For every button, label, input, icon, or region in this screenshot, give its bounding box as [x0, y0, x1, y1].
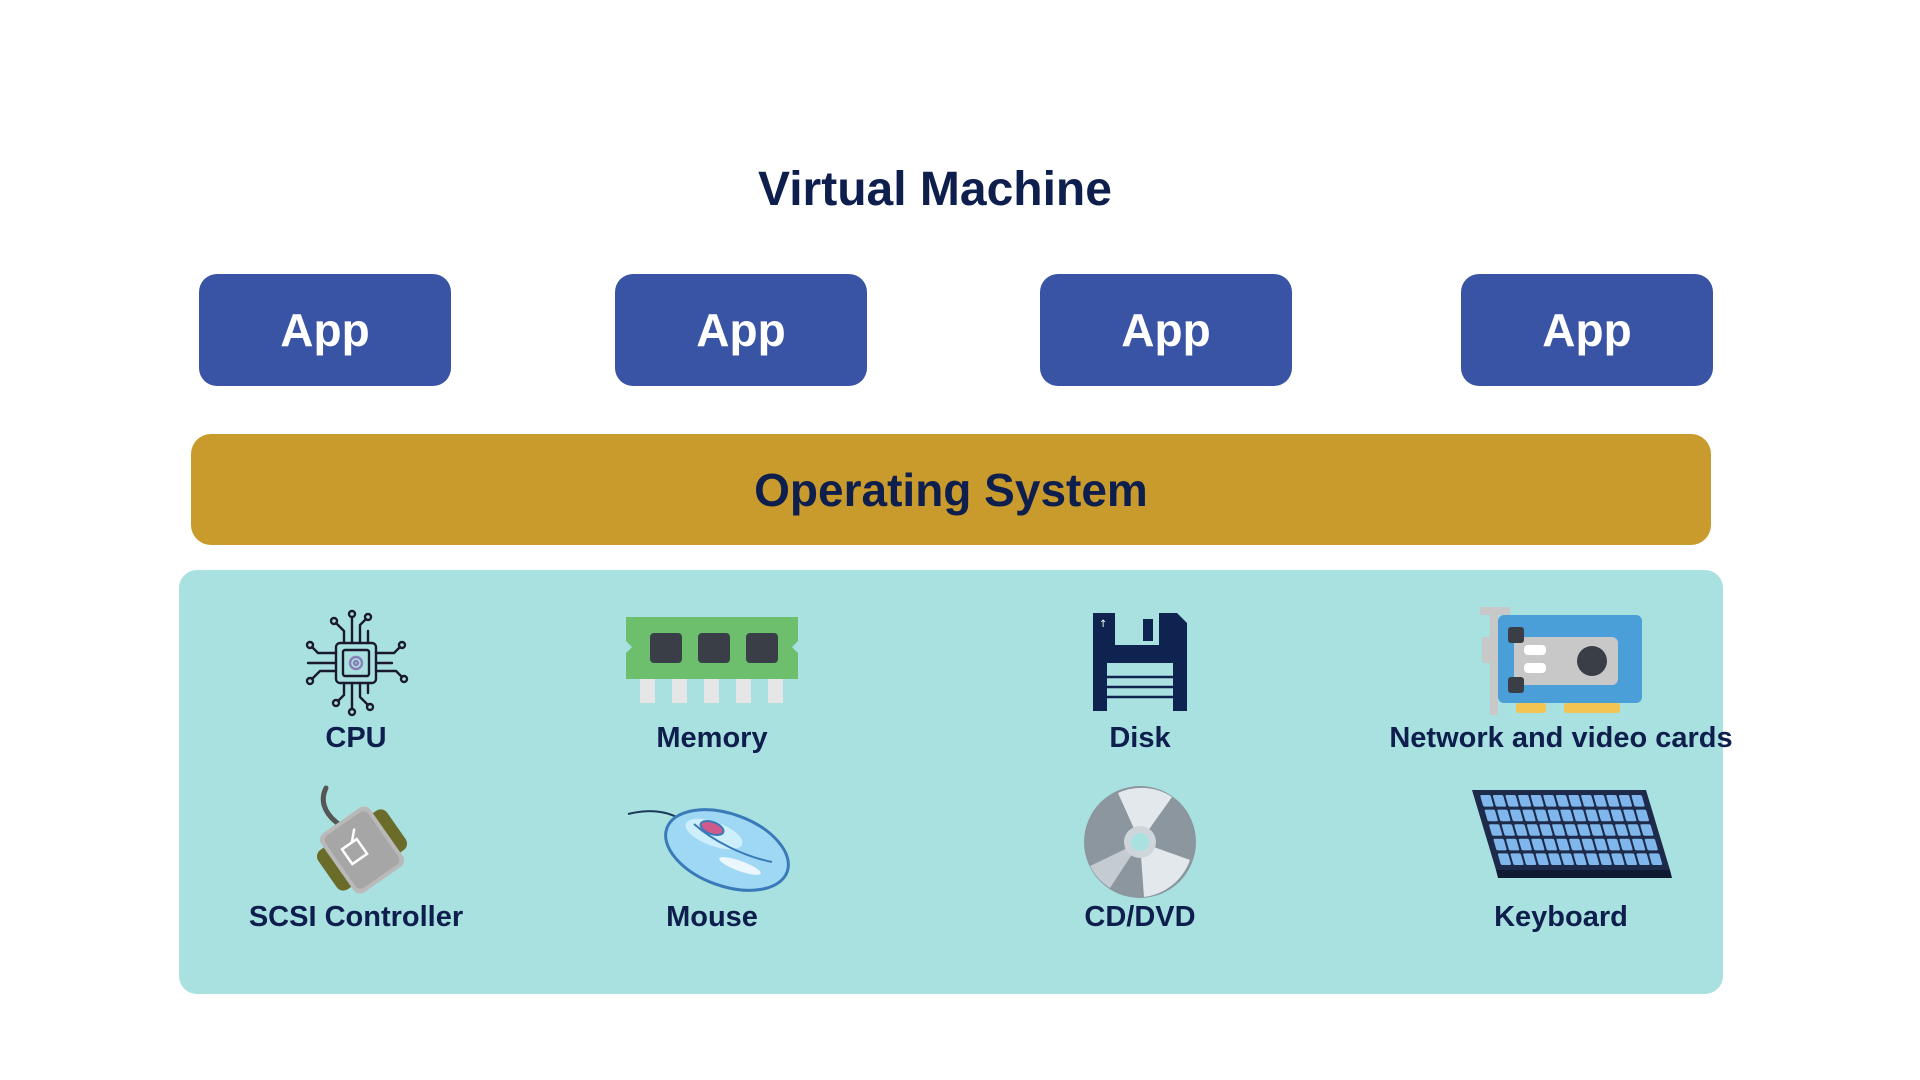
- keyboard-key: [1505, 795, 1519, 807]
- keyboard-key: [1631, 795, 1645, 807]
- hardware-label-memory: Memory: [656, 722, 768, 754]
- svg-text:↑: ↑: [1099, 619, 1107, 630]
- keyboard-key: [1484, 809, 1498, 822]
- hardware-label-disk: Disk: [1109, 722, 1171, 754]
- keyboard-key: [1556, 838, 1570, 851]
- keyboard-key: [1543, 838, 1557, 851]
- hardware-label-keyboard: Keyboard: [1494, 901, 1628, 933]
- keyboard-key: [1555, 795, 1569, 807]
- keyboard-icon: [1472, 790, 1672, 878]
- keyboard-key: [1568, 795, 1582, 807]
- keyboard-key: [1589, 824, 1603, 836]
- keyboard-key: [1518, 838, 1532, 851]
- keyboard-key: [1636, 853, 1650, 866]
- keyboard-key: [1606, 795, 1620, 807]
- keyboard-key: [1509, 809, 1523, 822]
- keyboard-key: [1492, 795, 1506, 807]
- keyboard-key: [1577, 824, 1591, 836]
- keyboard-key: [1493, 838, 1507, 851]
- cpu-chip-icon: [305, 609, 409, 717]
- operating-system-bar: Operating System: [191, 434, 1711, 545]
- keyboard-key: [1581, 795, 1595, 807]
- keyboard-key: [1615, 824, 1629, 836]
- keyboard-key: [1627, 824, 1641, 836]
- keyboard-key: [1602, 824, 1616, 836]
- hardware-label-cpu: CPU: [325, 722, 387, 754]
- keyboard-key: [1497, 853, 1511, 866]
- hardware-item-scsi: SCSI Controller: [166, 784, 546, 935]
- keyboard-key: [1611, 853, 1625, 866]
- keyboard-key: [1618, 795, 1632, 807]
- keyboard-key: [1585, 809, 1599, 822]
- keyboard-key: [1598, 809, 1612, 822]
- keyboard-key: [1552, 824, 1566, 836]
- floppy-disk-icon: ↑: [1093, 613, 1187, 711]
- keyboard-key: [1586, 853, 1600, 866]
- keyboard-key: [1598, 853, 1612, 866]
- keyboard-key: [1518, 795, 1532, 807]
- title: Virtual Machine: [758, 163, 1112, 216]
- keyboard-key: [1635, 809, 1649, 822]
- keyboard-key: [1535, 809, 1549, 822]
- keyboard-key: [1523, 853, 1537, 866]
- memory-ram-icon: [626, 617, 798, 703]
- hardware-item-cpu: CPU: [166, 605, 546, 756]
- hardware-label-mouse: Mouse: [666, 901, 758, 933]
- app-box-2: App: [615, 274, 867, 386]
- keyboard-key: [1539, 824, 1553, 836]
- keyboard-key: [1547, 809, 1561, 822]
- keyboard-key: [1535, 853, 1549, 866]
- app-box-1: App: [199, 274, 451, 386]
- keyboard-key: [1489, 824, 1503, 836]
- keyboard-key: [1501, 824, 1515, 836]
- hardware-label-scsi: SCSI Controller: [248, 901, 464, 933]
- hardware-label-cd-dvd: CD/DVD: [1084, 901, 1196, 933]
- hardware-item-keyboard: Keyboard: [1371, 784, 1751, 935]
- keyboard-key: [1564, 824, 1578, 836]
- keyboard-key: [1530, 795, 1544, 807]
- hardware-label-network-video: Network and video cards: [1389, 722, 1733, 754]
- keyboard-key: [1522, 809, 1536, 822]
- hardware-item-cd-dvd: CD/DVD: [950, 784, 1330, 935]
- keyboard-key: [1640, 824, 1654, 836]
- keyboard-key: [1548, 853, 1562, 866]
- keyboard-key: [1594, 838, 1608, 851]
- keyboard-key: [1619, 838, 1633, 851]
- keyboard-key: [1510, 853, 1524, 866]
- hardware-panel: CPU Memory: [179, 570, 1733, 994]
- keyboard-key: [1606, 838, 1620, 851]
- mouse-icon: [627, 808, 790, 892]
- keyboard-key: [1632, 838, 1646, 851]
- keyboard-key: [1649, 853, 1663, 866]
- keyboard-key: [1560, 853, 1574, 866]
- keyboard-key: [1610, 809, 1624, 822]
- keyboard-key: [1514, 824, 1528, 836]
- expansion-card-icon: [1480, 607, 1642, 715]
- keyboard-key: [1531, 838, 1545, 851]
- keyboard-key: [1572, 809, 1586, 822]
- keyboard-key: [1506, 838, 1520, 851]
- keyboard-key: [1526, 824, 1540, 836]
- keyboard-key: [1480, 795, 1494, 807]
- keyboard-key: [1497, 809, 1511, 822]
- hardware-item-disk: ↑ Disk: [950, 605, 1330, 756]
- app-box-4: App: [1461, 274, 1713, 386]
- keyboard-key: [1623, 809, 1637, 822]
- keyboard-key: [1644, 838, 1658, 851]
- keyboard-key: [1623, 853, 1637, 866]
- keyboard-key: [1560, 809, 1574, 822]
- hardware-item-network-video: Network and video cards: [1371, 605, 1751, 756]
- hardware-item-memory: Memory: [522, 605, 902, 756]
- keyboard-key: [1543, 795, 1557, 807]
- hardware-item-mouse: Mouse: [522, 784, 902, 935]
- optical-disc-icon: [1084, 786, 1196, 898]
- keyboard-key: [1573, 853, 1587, 866]
- keyboard-key: [1581, 838, 1595, 851]
- keyboard-key: [1569, 838, 1583, 851]
- app-box-3: App: [1040, 274, 1292, 386]
- keyboard-key: [1593, 795, 1607, 807]
- scsi-connector-icon: [316, 785, 408, 894]
